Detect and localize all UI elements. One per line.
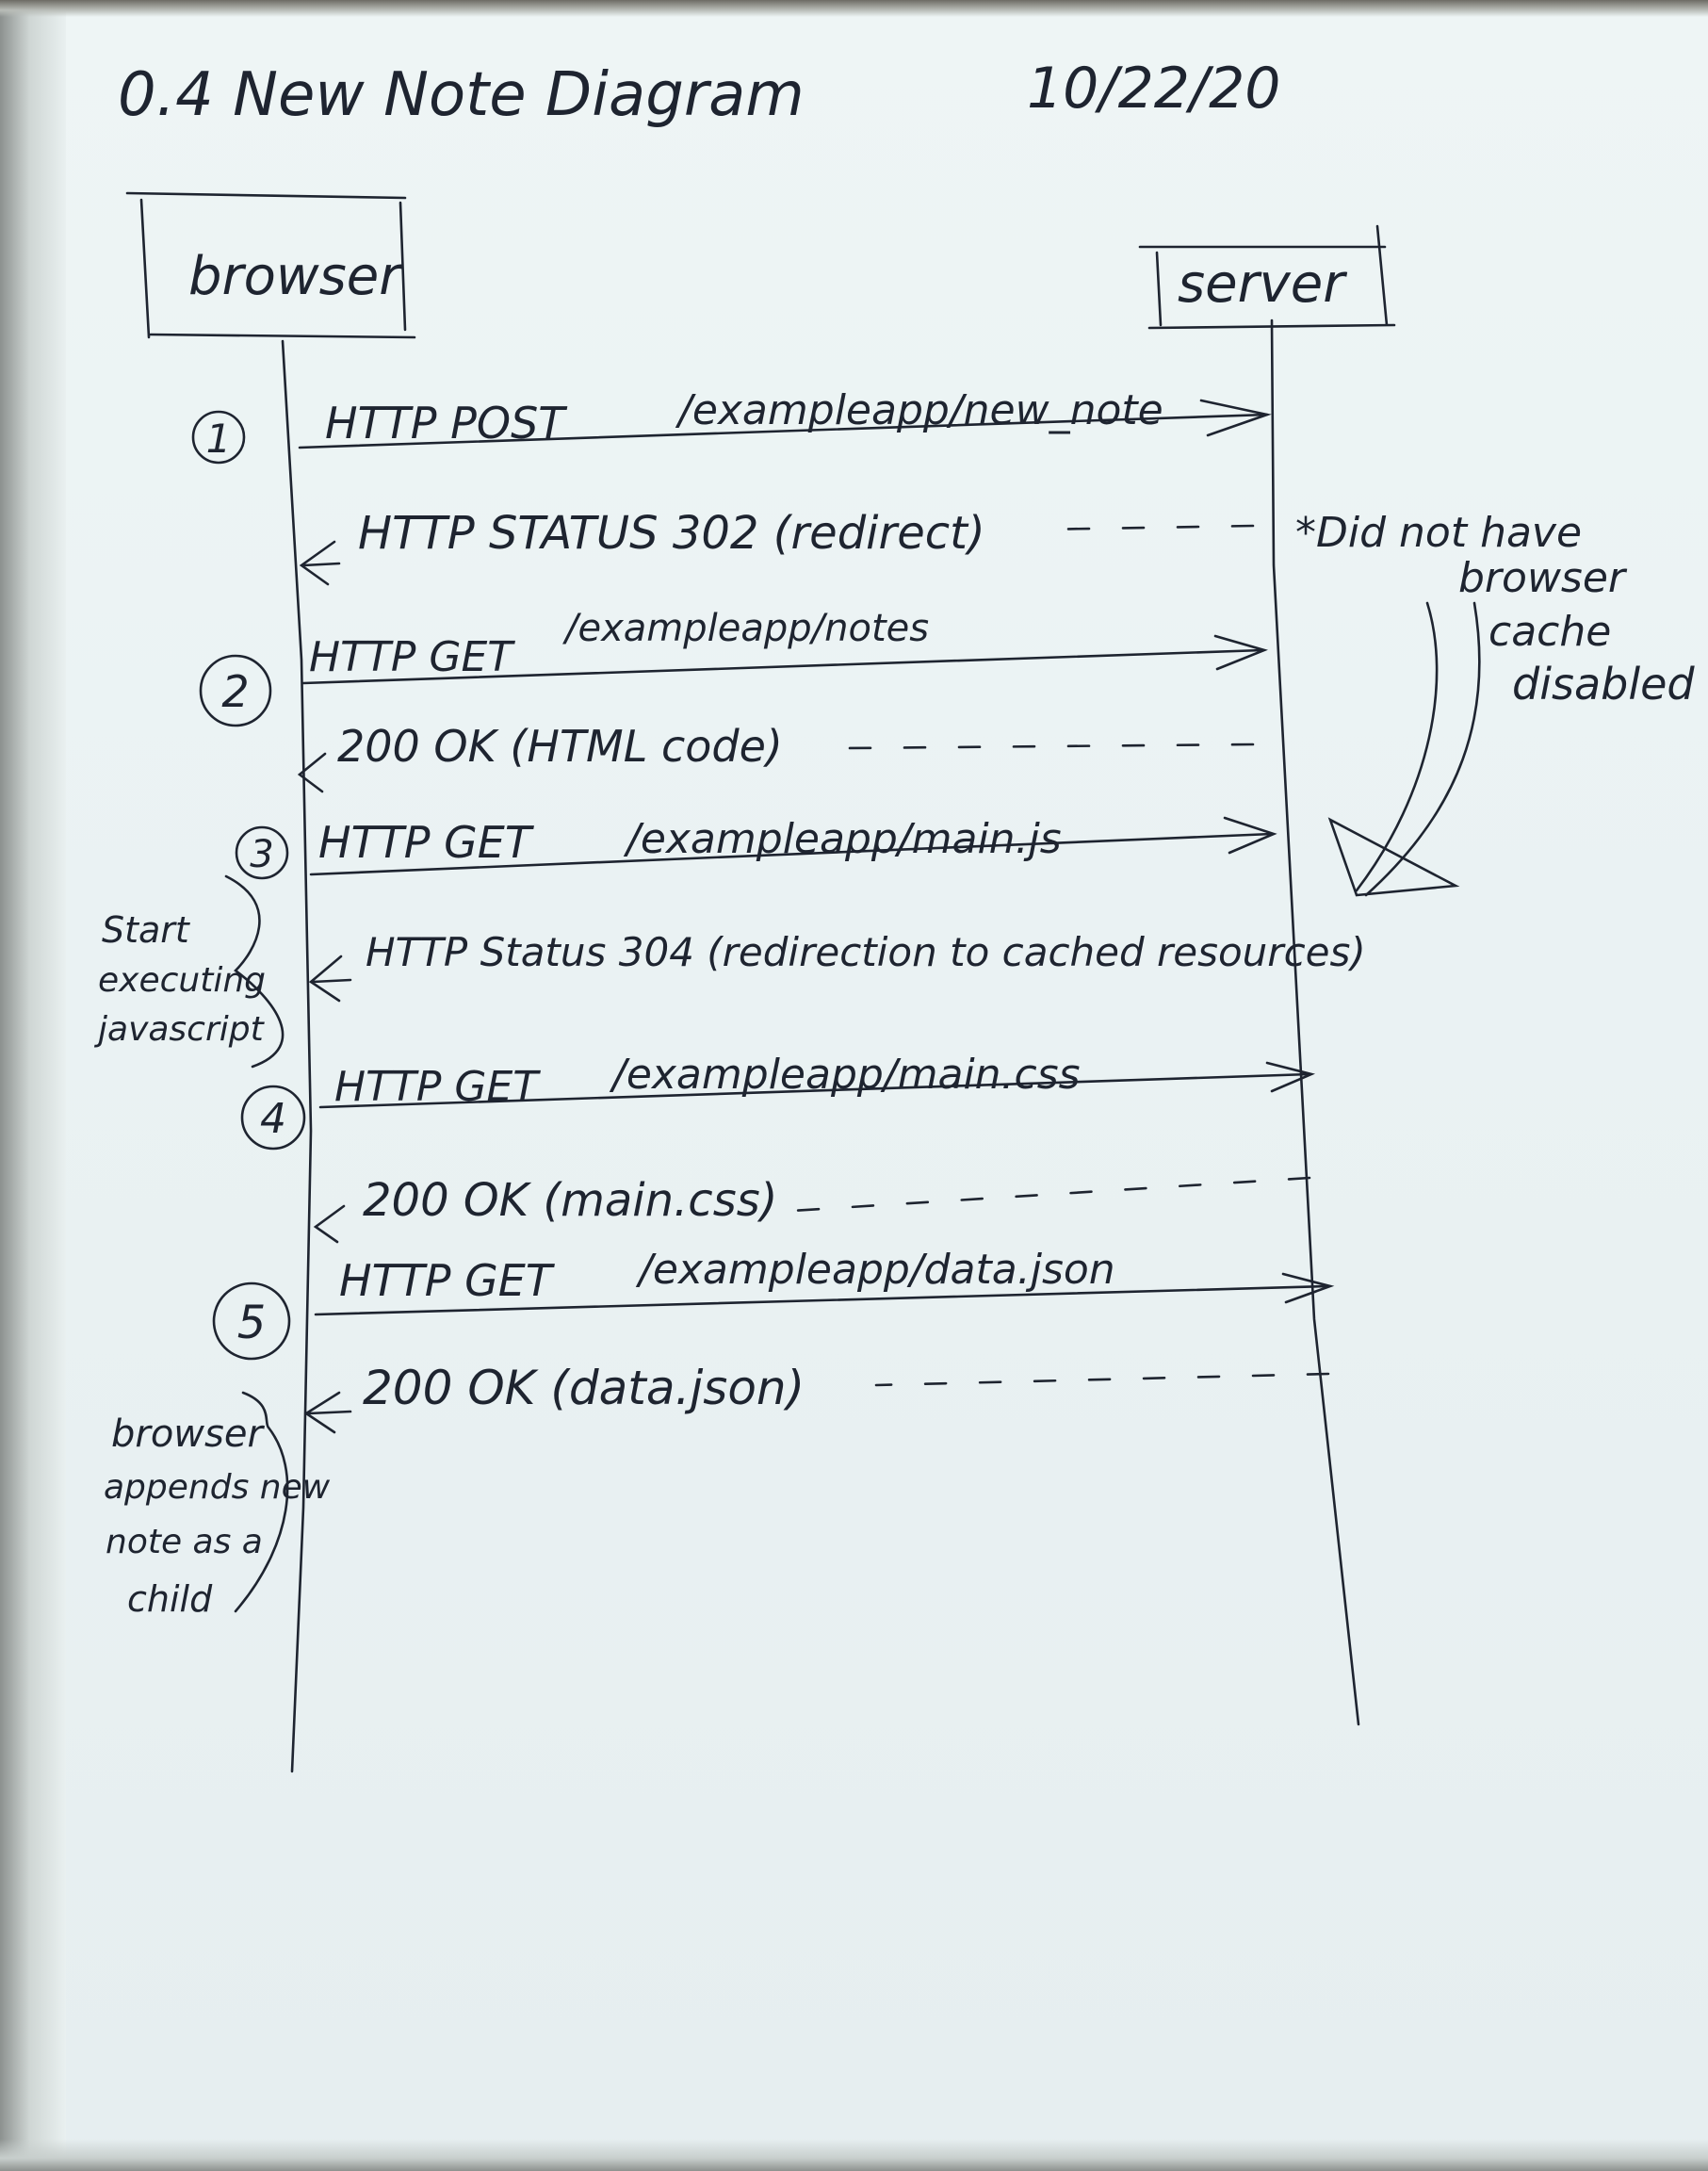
message-7-path: /exampleapp/main.css (609, 1051, 1081, 1099)
step-marker-1: 1 (191, 410, 246, 465)
message-4-dashed-line (846, 743, 1255, 750)
message-10-text: 200 OK (data.json) (363, 1361, 805, 1415)
step-number-4: 4 (260, 1095, 286, 1143)
step-number-5: 5 (237, 1297, 267, 1349)
server-lifeline (1270, 318, 1360, 1726)
cache-note-line-4: disabled (1512, 659, 1695, 710)
message-2-text: HTTP STATUS 302 (redirect) (358, 507, 985, 560)
step-number-2: 2 (221, 666, 249, 717)
step-marker-4: 4 (240, 1085, 306, 1151)
message-4-response: 200 OK (HTML code) (297, 721, 1255, 793)
message-6-arrowhead (308, 955, 352, 1003)
message-8-dashed-line (789, 1176, 1311, 1213)
message-1-arrow-line (298, 413, 1269, 449)
message-3-request: HTTP GET /exampleapp/notes (301, 607, 1268, 685)
server-participant: server (1138, 224, 1396, 330)
append-note-brace (234, 1391, 289, 1613)
append-annotation: browser appends new note as a child (104, 1391, 331, 1620)
server-label: server (1178, 253, 1347, 315)
message-6-response: HTTP Status 304 (redirection to cached r… (308, 929, 1366, 1003)
message-7-arrow-line (318, 1072, 1311, 1109)
js-note-line-1: Start (102, 909, 191, 951)
underlying-sheet-edge (0, 0, 66, 2171)
step-circle-4 (240, 1085, 306, 1151)
message-5-method: HTTP GET (318, 817, 535, 868)
message-3-method: HTTP GET (309, 633, 515, 681)
message-1-request: HTTP POST /exampleapp/new_note (298, 386, 1272, 449)
js-annotation: Start executing javascript (93, 874, 285, 1069)
append-note-line-1: browser (111, 1412, 265, 1456)
cache-annotation: *Did not have browser cache disabled (1295, 509, 1695, 897)
message-10-response: 200 OK (data.json) (303, 1361, 1330, 1434)
message-1-method: HTTP POST (325, 398, 568, 449)
cache-pointer-arrowhead (1327, 817, 1460, 897)
step-circle-5 (212, 1281, 291, 1361)
message-9-path: /exampleapp/data.json (635, 1246, 1115, 1294)
append-note-line-4: child (127, 1578, 213, 1620)
message-1-arrowhead (1199, 399, 1272, 437)
message-5-path: /exampleapp/main.js (623, 815, 1062, 863)
message-5-arrow-line (309, 832, 1274, 876)
bottom-paper-edge (0, 2139, 1708, 2171)
message-9-method: HTTP GET (339, 1255, 556, 1306)
message-2-arrowhead (299, 540, 341, 586)
diagram-title: 0.4 New Note Diagram (118, 60, 805, 130)
message-5-request: HTTP GET /exampleapp/main.js (309, 815, 1277, 876)
cache-note-line-3: cache (1488, 608, 1611, 656)
message-10-arrowhead (303, 1391, 352, 1434)
step-circle-1 (191, 410, 246, 465)
js-note-line-3: javascript (93, 1010, 266, 1049)
top-paper-edge (0, 0, 1708, 17)
browser-label: browser (188, 246, 403, 307)
step-circle-2 (199, 654, 272, 727)
message-3-path: /exampleapp/notes (562, 607, 929, 650)
cache-note-line-2: browser (1458, 554, 1628, 602)
message-9-arrowhead (1281, 1272, 1335, 1304)
step-marker-5: 5 (212, 1281, 291, 1361)
step-number-3: 3 (250, 833, 273, 876)
message-2-dashed-line (1034, 524, 1255, 531)
cache-pointer-curve-1 (1355, 601, 1439, 892)
message-7-request: HTTP GET /exampleapp/main.css (318, 1051, 1316, 1111)
browser-box (125, 191, 416, 339)
message-2-response: HTTP STATUS 302 (redirect) (299, 507, 1255, 586)
step-circle-3 (235, 825, 289, 880)
browser-participant: browser (125, 191, 416, 339)
step-marker-2: 2 (199, 654, 272, 727)
step-number-1: 1 (206, 416, 232, 462)
append-note-line-3: note as a (106, 1523, 263, 1561)
message-4-arrowhead (297, 752, 327, 793)
message-6-text: HTTP Status 304 (redirection to cached r… (366, 929, 1366, 975)
message-8-response: 200 OK (main.css) (313, 1174, 1311, 1244)
message-10-dashed-line (874, 1372, 1330, 1387)
diagram-date: 10/22/20 (1027, 56, 1280, 122)
message-9-arrow-line (314, 1284, 1330, 1316)
cache-note-line-1: *Did not have (1295, 509, 1582, 557)
message-5-arrowhead (1223, 816, 1277, 855)
message-3-arrowhead (1213, 634, 1268, 671)
cache-pointer-curve-2 (1364, 601, 1481, 897)
message-9-request: HTTP GET /exampleapp/data.json (314, 1246, 1335, 1316)
js-note-brace (224, 874, 285, 1069)
message-7-arrowhead (1265, 1061, 1316, 1093)
message-8-text: 200 OK (main.css) (363, 1174, 777, 1227)
browser-lifeline (281, 339, 313, 1773)
server-box (1138, 224, 1396, 330)
append-note-line-2: appends new (104, 1468, 331, 1507)
message-3-arrow-line (301, 648, 1264, 685)
message-4-text: 200 OK (HTML code) (337, 721, 783, 772)
step-marker-3: 3 (235, 825, 289, 880)
message-8-arrowhead (313, 1204, 346, 1244)
